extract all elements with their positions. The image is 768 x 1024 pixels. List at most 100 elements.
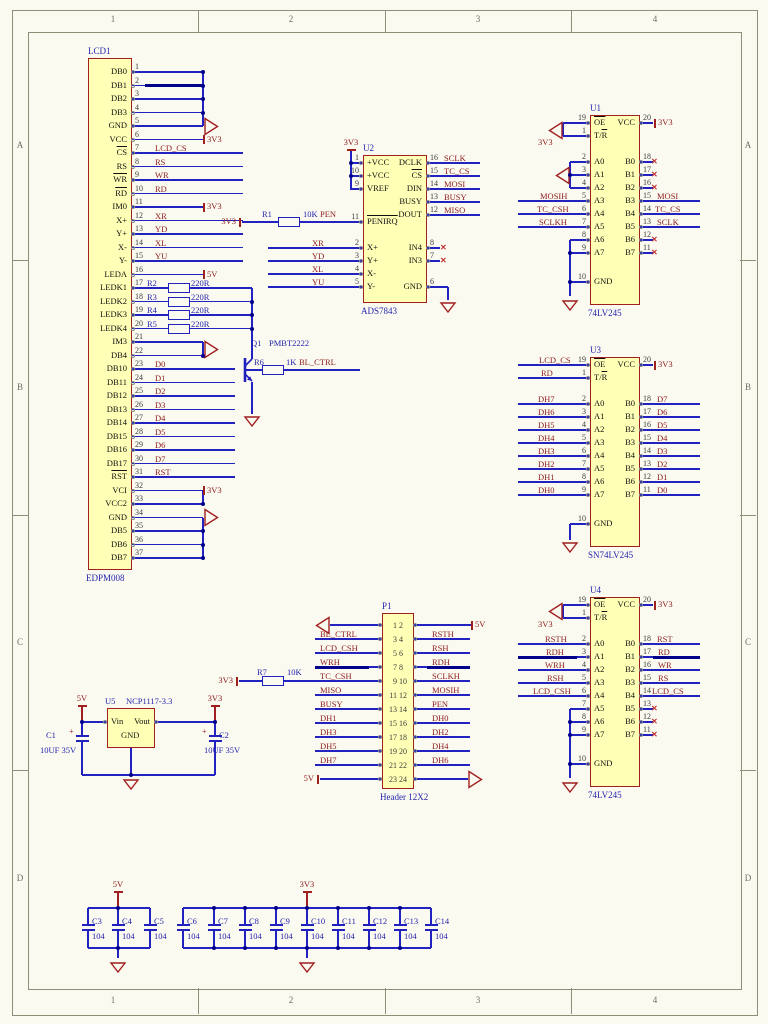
- pin-number: 18: [399, 733, 407, 742]
- pin-name: B5: [625, 703, 635, 713]
- pin-connect-icon: [131, 434, 135, 439]
- wire: [315, 694, 369, 696]
- wire: [132, 435, 145, 438]
- pin-name: LEDA: [104, 268, 127, 279]
- pin-connect-icon: [639, 707, 643, 711]
- power-port-3v3: 3V3: [207, 133, 222, 144]
- pin-connect-icon: [131, 353, 135, 358]
- net-label: WR: [155, 170, 169, 180]
- pin-name: B3: [625, 195, 635, 205]
- wire: [315, 736, 369, 738]
- pin-number: 15: [430, 166, 438, 175]
- zone-divider: [740, 770, 756, 771]
- pin-name: A7: [594, 247, 605, 257]
- pin-name: PENIRQ: [367, 216, 398, 226]
- pin-connect-icon: [131, 502, 135, 506]
- pin-number: 14: [643, 204, 651, 213]
- pin-number: 14: [135, 237, 143, 247]
- net-label: WR: [658, 660, 672, 670]
- net-label: YD: [155, 224, 168, 234]
- pin-number: 7: [393, 663, 397, 672]
- capacitor-symbol: [269, 924, 283, 926]
- capacitor-value: 104: [249, 931, 262, 941]
- wire: [145, 314, 168, 316]
- chip-lcd1: [88, 58, 132, 570]
- pin-name: A7: [594, 489, 605, 499]
- resistor-symbol: [168, 323, 190, 334]
- wire: [414, 708, 427, 710]
- pin-number: 1: [393, 621, 397, 630]
- pin-number: 33: [135, 494, 143, 503]
- net-label: YU: [155, 251, 168, 261]
- wire: [577, 239, 590, 241]
- junction-dot: [243, 906, 247, 910]
- capacitor-gap: [148, 925, 152, 930]
- junction-dot: [568, 720, 572, 724]
- net-label: D6: [155, 440, 166, 450]
- wire: [518, 442, 577, 444]
- wire: [427, 286, 440, 288]
- wire: [145, 300, 168, 303]
- capacitor-symbol: [424, 924, 438, 926]
- pin-number: 20: [399, 747, 407, 756]
- wire: [577, 455, 590, 457]
- junction-dot: [201, 110, 205, 115]
- pin-number: 23: [389, 775, 397, 784]
- power-arrow-icon: [204, 508, 219, 527]
- pin-connect-icon: [131, 556, 135, 560]
- net-label: 3V3: [538, 137, 553, 147]
- capacitor-symbol: [393, 924, 407, 926]
- pin-name: DB5: [110, 525, 127, 535]
- component-label: 220R: [191, 305, 210, 315]
- pin-connect-icon: [586, 225, 590, 229]
- junction-dot: [336, 906, 340, 910]
- no-connect-x-icon: ✕: [651, 235, 658, 244]
- capacitor-gap: [86, 925, 90, 930]
- pin-connect-icon: [413, 651, 417, 655]
- wire: [132, 327, 145, 330]
- wire: [268, 286, 350, 288]
- pin-name: T/R: [594, 372, 608, 382]
- wire: [117, 948, 119, 958]
- wire: [132, 314, 145, 316]
- pin-name: DB17: [106, 457, 127, 468]
- net-label: D7: [155, 453, 166, 464]
- pin-name: OE: [594, 599, 606, 609]
- wire: [414, 778, 427, 780]
- pin-name: IN3: [408, 255, 422, 265]
- pin-number: 8: [135, 156, 139, 166]
- wire: [427, 750, 470, 752]
- junction-dot: [201, 529, 205, 533]
- wire: [81, 722, 83, 775]
- wire: [145, 179, 243, 181]
- wire: [570, 734, 577, 736]
- capacitor-symbol: [362, 924, 376, 926]
- net-label: RS: [155, 156, 166, 167]
- power-port-3v3: 3V3: [658, 359, 673, 369]
- pin-number: 3: [135, 89, 139, 98]
- wire: [369, 736, 382, 738]
- pin-name: A2: [594, 182, 605, 192]
- junction-dot: [367, 946, 371, 950]
- net-label: PEN: [320, 209, 337, 219]
- pin-connect-icon: [131, 232, 135, 236]
- pin-connect-icon: [154, 720, 158, 724]
- pin-number: 30: [135, 453, 143, 463]
- pin-name: DB12: [106, 390, 127, 400]
- junction-dot: [201, 83, 205, 88]
- capacitor-gap: [398, 925, 402, 930]
- wire: [653, 416, 700, 418]
- pin-connect-icon: [131, 299, 135, 304]
- pin-connect-icon: [586, 121, 590, 125]
- power-arrow-icon: [315, 615, 330, 635]
- pin-connect-icon: [586, 376, 590, 380]
- zone-divider: [571, 988, 572, 1014]
- pin-name: GND: [108, 511, 127, 522]
- pin-connect-icon: [586, 441, 590, 445]
- wire: [577, 226, 590, 228]
- junction-dot: [336, 946, 340, 950]
- pin-connect-icon: [378, 721, 382, 725]
- pin-name: B1: [625, 169, 635, 179]
- pin-name: DB2: [110, 93, 127, 103]
- pin-name: A4: [594, 450, 605, 460]
